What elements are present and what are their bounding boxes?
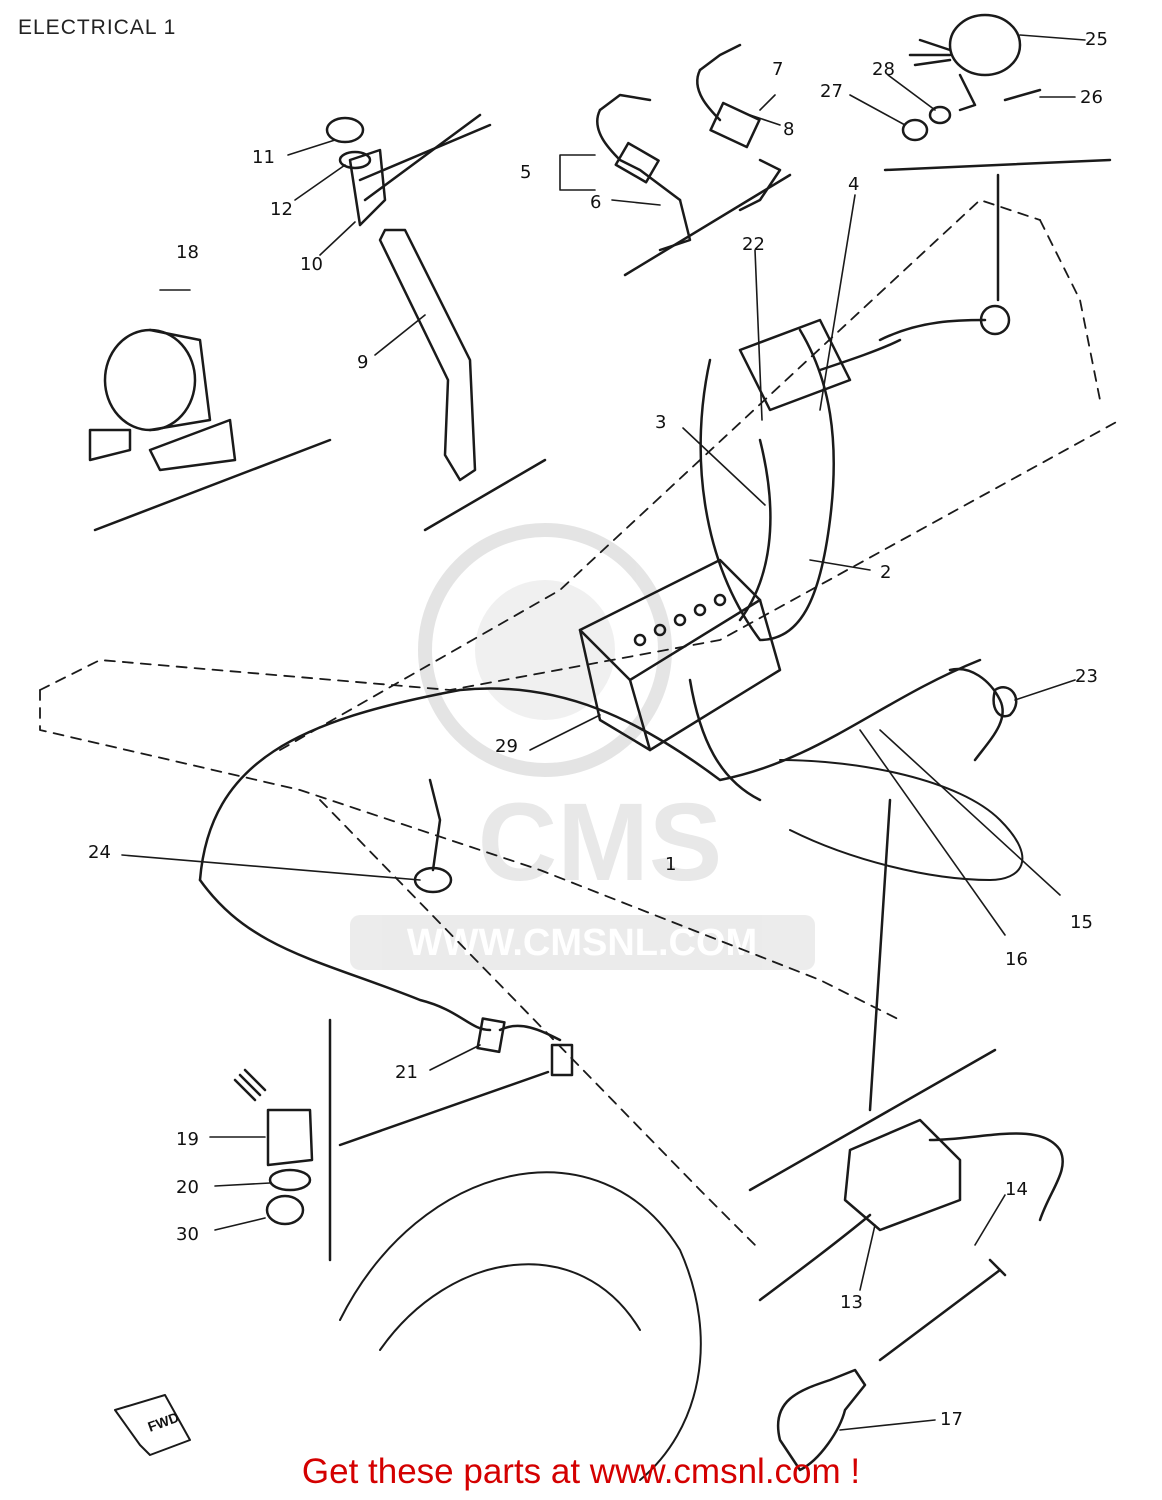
callout-19: 19 xyxy=(176,1129,199,1150)
rear-tire xyxy=(379,1263,641,1351)
grommet-23 xyxy=(992,686,1018,718)
callout-24: 24 xyxy=(88,842,111,863)
callout-labels: 1 2 3 4 5 6 7 8 9 10 11 12 13 14 15 16 1… xyxy=(88,29,1108,1430)
bracket-10 xyxy=(325,113,492,227)
callout-12: 12 xyxy=(270,199,293,220)
callout-28: 28 xyxy=(872,59,895,80)
callout-18: 18 xyxy=(176,242,199,263)
group-bracket-9 xyxy=(423,458,547,532)
footer-link[interactable]: Get these parts at www.cmsnl.com ! xyxy=(301,1452,861,1491)
callout-5: 5 xyxy=(520,162,531,183)
callout-22: 22 xyxy=(742,234,765,255)
callout-21: 21 xyxy=(395,1062,418,1083)
fwd-arrow-icon xyxy=(114,1394,191,1456)
frame-tube xyxy=(699,328,835,642)
callout-15: 15 xyxy=(1070,912,1093,933)
fwd-label: FWD xyxy=(146,1409,181,1435)
group-bracket-25 xyxy=(883,158,1112,172)
callout-25: 25 xyxy=(1085,29,1108,50)
horn xyxy=(88,328,237,472)
callout-7: 7 xyxy=(772,59,783,80)
switch-25 xyxy=(901,13,1042,142)
callout-4: 4 xyxy=(848,174,859,195)
callout-9: 9 xyxy=(357,352,368,373)
callout-8: 8 xyxy=(783,119,794,140)
leader-bulb xyxy=(338,1070,550,1147)
plug-cap-17 xyxy=(776,1368,867,1472)
relay-cluster xyxy=(738,304,1011,412)
callout-27: 27 xyxy=(820,81,843,102)
callout-23: 23 xyxy=(1075,666,1098,687)
callout-16: 16 xyxy=(1005,949,1028,970)
callout-1: 1 xyxy=(665,854,676,875)
ignition-coil xyxy=(758,1118,1064,1362)
callout-13: 13 xyxy=(840,1292,863,1313)
bulb-19 xyxy=(233,1068,314,1226)
rear-frame xyxy=(779,759,1024,881)
callout-6: 6 xyxy=(590,192,601,213)
callout-17: 17 xyxy=(940,1409,963,1430)
leader-lines xyxy=(121,34,1086,1431)
tube-9 xyxy=(378,228,477,482)
callout-26: 26 xyxy=(1080,87,1103,108)
watermark-brand: CMS xyxy=(478,781,722,904)
battery xyxy=(578,558,782,752)
connector-21 xyxy=(476,1017,574,1077)
callout-20: 20 xyxy=(176,1177,199,1198)
tank-wires xyxy=(738,438,772,622)
callout-29: 29 xyxy=(495,736,518,757)
callout-30: 30 xyxy=(176,1224,199,1245)
group-bracket-5-8 xyxy=(623,173,792,277)
group-bracket-coil xyxy=(748,1048,997,1192)
rear-fender xyxy=(339,1171,702,1481)
wire-harness-lower xyxy=(198,878,492,1032)
group-bracket-18 xyxy=(93,438,332,532)
watermark-url: WWW.CMSNL.COM xyxy=(407,922,757,964)
wire-harness xyxy=(198,658,982,882)
watermark: CMS WWW.CMSNL.COM xyxy=(350,523,815,970)
callout-2: 2 xyxy=(880,562,891,583)
callout-11: 11 xyxy=(252,147,275,168)
fuse-holders xyxy=(596,43,782,252)
callout-14: 14 xyxy=(1005,1179,1028,1200)
battery-lead xyxy=(688,678,762,802)
wire-24 xyxy=(428,778,442,872)
leader-coil xyxy=(868,798,892,1112)
page-title: ELECTRICAL 1 xyxy=(18,16,177,39)
callout-3: 3 xyxy=(655,412,666,433)
callout-10: 10 xyxy=(300,254,323,275)
connector-23 xyxy=(948,667,1004,762)
